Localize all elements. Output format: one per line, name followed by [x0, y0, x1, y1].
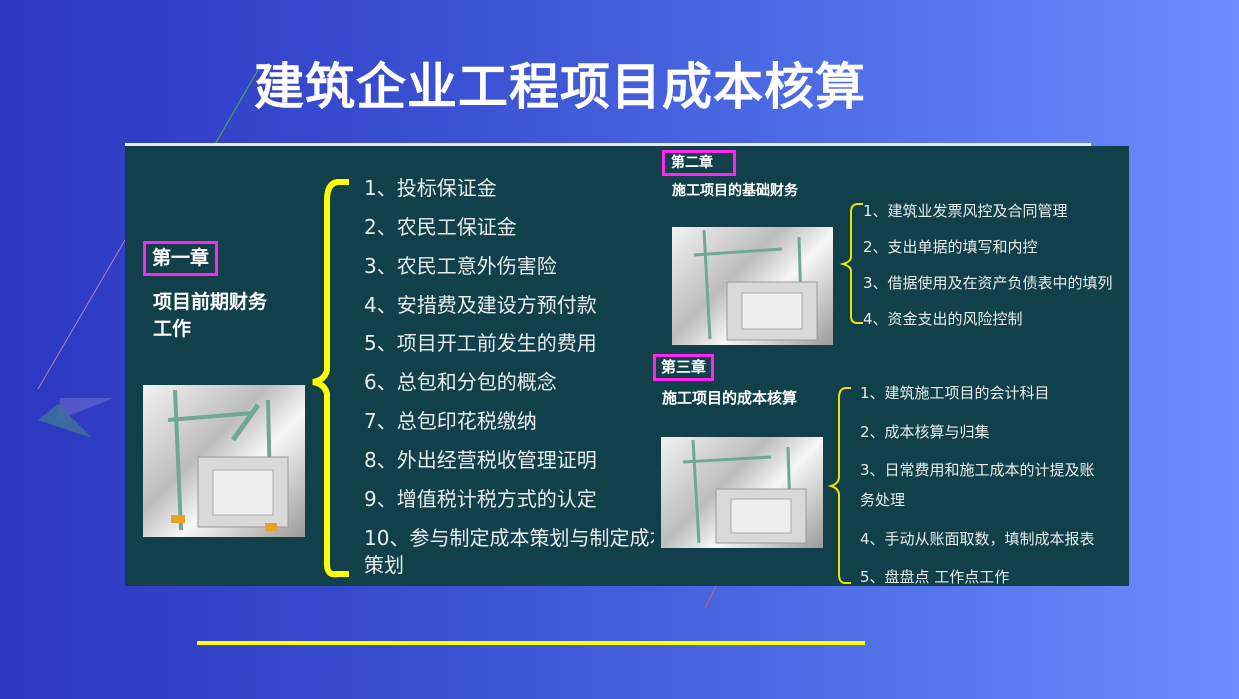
- chapter1-item: 策划: [364, 553, 404, 577]
- chapter2-title: 施工项目的基础财务: [672, 183, 798, 199]
- chapter3-badge-label: 第三章: [661, 358, 707, 376]
- chapter2-item: 4、资金支出的风险控制: [863, 310, 1023, 328]
- chapter1-title-line1: 项目前期财务: [153, 291, 268, 313]
- chapter1-item: 1、投标保证金: [364, 176, 497, 200]
- chapter1-item: 5、项目开工前发生的费用: [364, 331, 597, 355]
- chapter1-item: 6、总包和分包的概念: [364, 370, 557, 394]
- chapter3-item: 4、手动从账面取数，填制成本报表: [860, 530, 1095, 548]
- panel-top-border: [125, 143, 1091, 146]
- chapter1-item: 8、外出经营税收管理证明: [364, 448, 597, 472]
- chapter3-item: 2、成本核算与归集: [860, 423, 990, 441]
- chapter1-item: 3、农民工意外伤害险: [364, 254, 557, 278]
- chapter3-construction-image: [661, 437, 823, 548]
- chapter1-item: 2、农民工保证金: [364, 215, 517, 239]
- chapter1-title-line2: 工作: [153, 318, 192, 340]
- chapter2-badge-label: 第二章: [671, 155, 713, 171]
- chapter3-brace-icon: [827, 387, 851, 584]
- crane-illustration-icon: [167, 389, 289, 531]
- chapter1-construction-image: [143, 385, 305, 537]
- chapter2-item: 2、支出单据的填写和内控: [863, 238, 1038, 256]
- chapter2-construction-image: [672, 227, 833, 345]
- title-underline: [197, 641, 865, 645]
- chapter1-badge: 第一章: [143, 241, 219, 276]
- chapter2-item: 3、借据使用及在资产负债表中的填列: [863, 274, 1113, 292]
- chapter3-item: 务处理: [860, 491, 906, 509]
- crane-illustration-icon: [693, 229, 818, 341]
- chapter2-item: 1、建筑业发票风控及合同管理: [863, 202, 1068, 220]
- chapter1-item: 7、总包印花税缴纳: [364, 409, 537, 433]
- chapter3-item: 1、建筑施工项目的会计科目: [860, 384, 1050, 402]
- chapter1-title: 项目前期财务 工作: [153, 289, 267, 343]
- slide-title: 建筑企业工程项目成本核算: [254, 58, 866, 116]
- chapter1-item: 4、安措费及建设方预付款: [364, 293, 597, 317]
- chapter2-brace-icon: [839, 203, 863, 324]
- chapter1-brace-icon: [312, 179, 349, 578]
- chapter3-item: 3、日常费用和施工成本的计提及账: [860, 461, 1095, 479]
- crane-illustration-icon: [682, 439, 807, 544]
- chapter3-item: 5、盘盘点 工作点工作: [860, 568, 1010, 586]
- chapter3-title: 施工项目的成本核算: [662, 389, 798, 407]
- content-panel: 第一章 项目前期财务 工作 1、投标保证金 2、农民工保证金 3、农民工意外伤害…: [125, 146, 1129, 586]
- chapter1-item: 9、增值税计税方式的认定: [364, 487, 597, 511]
- chapter1-item: 10、参与制定成本策划与制定成本: [364, 526, 654, 550]
- chapter2-badge: 第二章: [662, 150, 736, 176]
- chapter1-badge-label: 第一章: [152, 247, 210, 269]
- chapter3-badge: 第三章: [653, 354, 715, 381]
